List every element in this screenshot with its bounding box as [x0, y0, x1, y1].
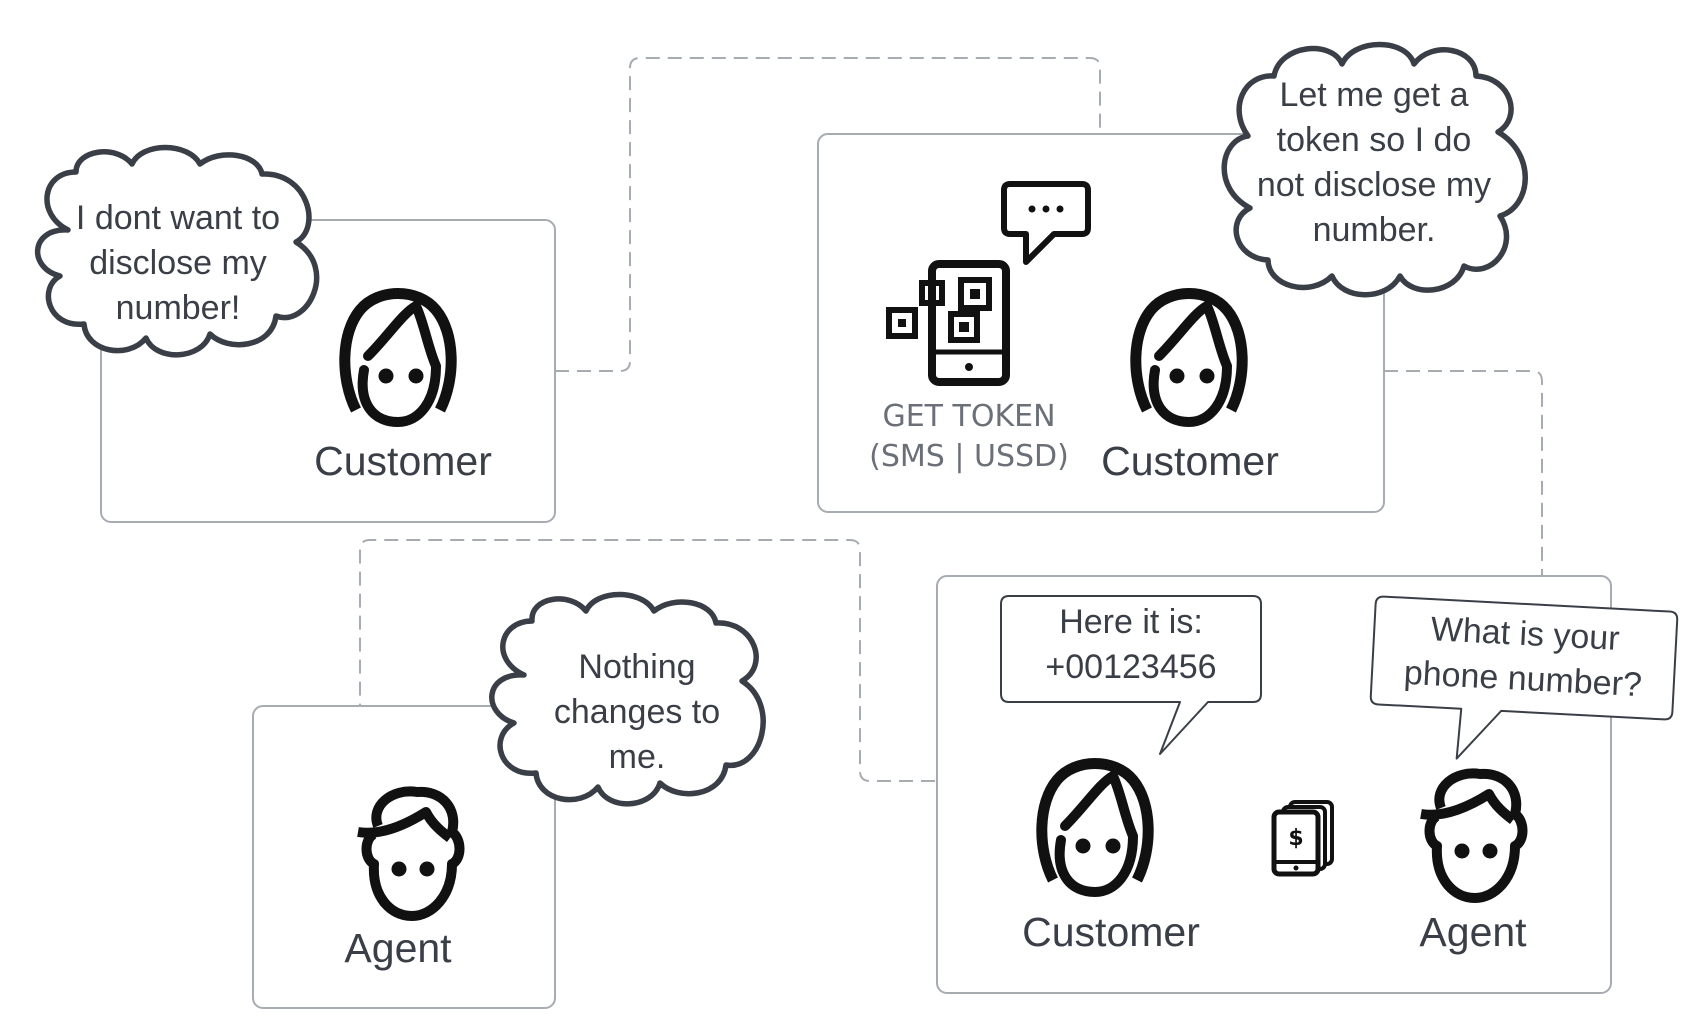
speech-bubble-agent [1369, 595, 1679, 760]
speech-text-agent: What is your phone number? [1382, 605, 1666, 710]
thought-text-panel2: Let me get a token so I do not disclose … [1224, 73, 1524, 253]
thought-line: disclose my [89, 244, 267, 282]
thought-text-panel1: I dont want to disclose my number! [48, 196, 308, 331]
role-label-agent: Agent [344, 925, 452, 971]
thought-clouds [34, 41, 1528, 807]
thought-line: Nothing [578, 648, 696, 686]
speech-text-customer: Here it is: +00123456 [1011, 600, 1251, 690]
chat-bubble-icon [1001, 181, 1091, 265]
mobile-money-icon: $ [1271, 800, 1334, 877]
role-label-customer: Customer [1022, 909, 1200, 955]
thought-line: token so I do [1276, 121, 1472, 159]
token-line: GET TOKEN [882, 399, 1056, 434]
thought-text-panel3: Nothing changes to me. [517, 645, 757, 780]
thought-cloud-3 [489, 591, 766, 807]
thought-line: number! [115, 289, 241, 327]
thought-line: changes to [553, 693, 721, 731]
role-label-customer: Customer [314, 438, 492, 484]
connector-panel1-panel2 [555, 57, 1101, 372]
thought-cloud-2 [1221, 41, 1528, 298]
get-token-label: GET TOKEN (SMS | USSD) [869, 397, 1069, 477]
speech-line: Here it is: [1059, 603, 1203, 641]
phone-qr-icon [886, 260, 1010, 386]
role-label-agent: Agent [1419, 909, 1527, 955]
connector-panel4-panel3 [359, 539, 935, 782]
svg-text:$: $ [1288, 826, 1303, 851]
speech-bubble-customer [1000, 595, 1262, 755]
speech-bubbles [1000, 595, 1679, 760]
thought-line: me. [608, 738, 666, 776]
token-line: (SMS | USSD) [869, 439, 1069, 474]
connector-panel2-panel4 [1384, 370, 1543, 576]
thought-line: not disclose my [1256, 166, 1492, 204]
thought-line: Let me get a [1279, 76, 1469, 114]
connector-lines [359, 57, 1543, 782]
panel-3 [252, 705, 556, 1009]
speech-line: +00123456 [1045, 648, 1217, 686]
thought-line: number. [1312, 211, 1436, 249]
role-label-customer: Customer [1101, 438, 1279, 484]
thought-line: I dont want to [75, 199, 281, 237]
thought-cloud-1 [34, 144, 320, 358]
